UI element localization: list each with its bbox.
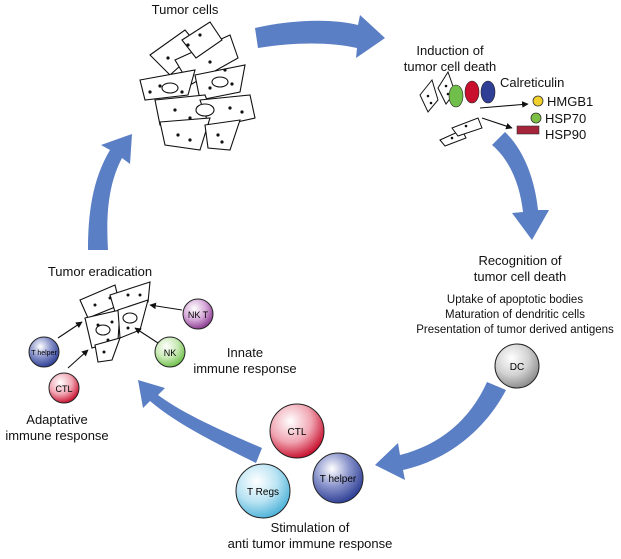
erad-ctl-cell [48, 372, 80, 404]
stim-tregs-cell [235, 463, 291, 519]
erad-thelper-cell [28, 336, 60, 368]
recognition-detail-1: Uptake of apoptotic bodies [446, 294, 584, 306]
erad-nkt-cell [182, 298, 214, 330]
adaptive-line-1: Adaptative [26, 412, 88, 427]
adaptive-line-2: immune response [5, 428, 109, 443]
eradication-tumor-cluster [79, 281, 151, 363]
effector-arrows [57, 302, 183, 369]
innate-line-2: immune response [193, 361, 297, 376]
tumor-cell-nuclei-dots [148, 33, 244, 144]
hsp90-label: HSP90 [545, 127, 587, 142]
stimulation-title-line-2: anti tumor immune response [227, 536, 393, 551]
induction-title-line-1: Induction of [416, 43, 484, 58]
dendritic-cell [494, 343, 540, 389]
cycle-arrow-top [255, 15, 385, 58]
recognition-detail-2: Maturation of dendritic cells [445, 309, 585, 321]
induction-title: Induction of tumor cell death [385, 43, 515, 75]
cycle-arrow-left [88, 134, 132, 250]
adaptive-response-label: Adaptative immune response [2, 412, 112, 444]
dying-cell-dots [426, 84, 468, 140]
stimulation-title: Stimulation of anti tumor immune respons… [200, 520, 420, 552]
cycle-arrow-bottom-right [375, 382, 506, 480]
erad-nkt-label: NK T [188, 310, 209, 320]
cycle-arrow-left-bottom [138, 380, 262, 463]
tumor-cell-cluster [139, 21, 256, 151]
stimulation-title-line-1: Stimulation of [270, 520, 350, 535]
recognition-detail-3: Presentation of tumor derived antigens [416, 324, 614, 336]
innate-response-label: Innate immune response [190, 345, 300, 377]
recognition-title-line-2: tumor cell death [473, 269, 567, 284]
recognition-title: Recognition of tumor cell death [455, 253, 585, 285]
dc-label: DC [510, 362, 524, 373]
erad-ctl-label: CTL [55, 384, 72, 394]
erad-thelper-label: T helper [31, 350, 57, 357]
induction-title-line-2: tumor cell death [403, 59, 497, 74]
hsp70-label: HSP70 [545, 111, 587, 126]
hsp70-marker [530, 112, 542, 124]
recognition-title-line-1: Recognition of [478, 253, 562, 268]
tumor-cells-title: Tumor cells [151, 2, 219, 17]
stim-thelper-cell [312, 452, 364, 504]
eradication-title: Tumor eradication [47, 264, 153, 279]
stim-tregs-label: T Regs [247, 487, 279, 498]
hmgb1-marker [532, 95, 544, 107]
release-arrows [479, 101, 529, 130]
erad-nk-cell [154, 336, 186, 368]
hsp90-marker [516, 125, 540, 135]
erad-nk-label: NK [164, 348, 177, 358]
calreticulin-label: Calreticulin [500, 75, 565, 90]
innate-line-1: Innate [226, 345, 264, 360]
calreticulin-capsules [448, 80, 496, 108]
recognition-details: Uptake of apoptotic bodies Maturation of… [415, 293, 615, 338]
stim-ctl-label: CTL [288, 427, 307, 438]
cycle-arrow-right [492, 132, 549, 240]
stim-ctl-cell [269, 403, 325, 459]
hmgb1-label: HMGB1 [547, 94, 594, 109]
stim-thelper-label: T helper [320, 474, 357, 485]
eradication-dots [93, 293, 142, 354]
